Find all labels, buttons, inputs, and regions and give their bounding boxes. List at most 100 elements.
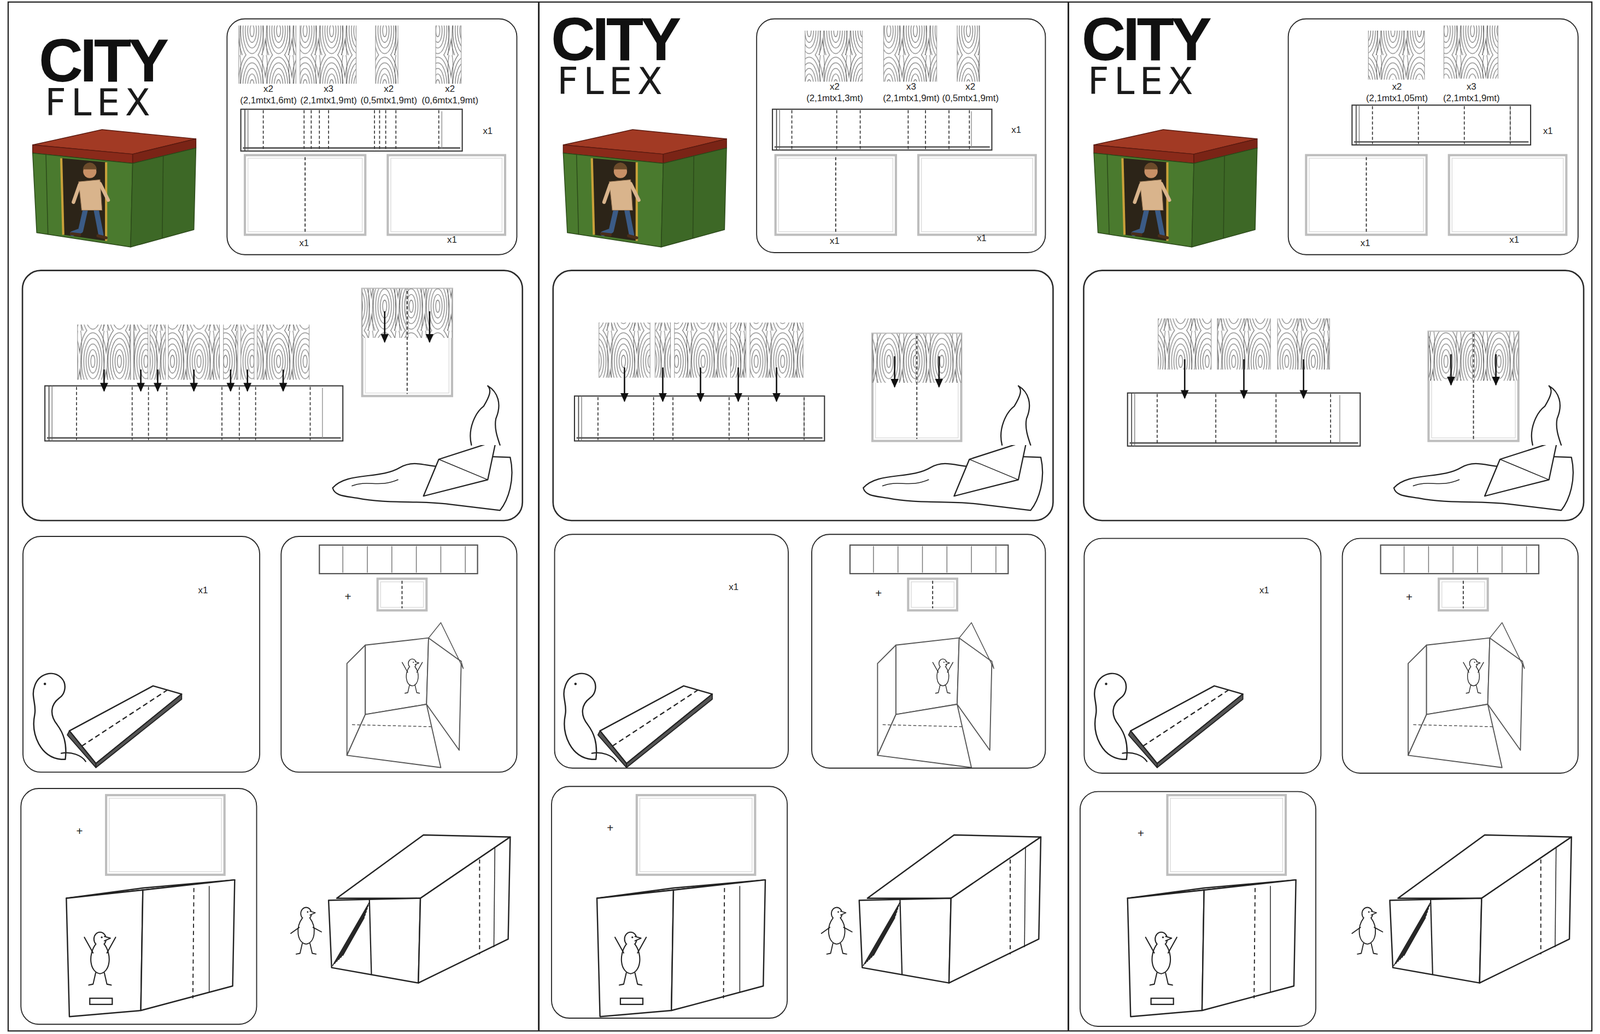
- person-arm: [1134, 184, 1141, 203]
- fold-line: [131, 386, 133, 440]
- carried-panel: [953, 440, 1027, 496]
- placement-arrow: [1450, 354, 1452, 385]
- fold-line: [221, 386, 223, 440]
- panel-joint: [872, 546, 874, 573]
- figure-leg: [88, 972, 96, 985]
- person-shoe: [71, 233, 80, 235]
- logo-word: FLEX: [557, 63, 668, 101]
- wood-edge: [407, 288, 409, 338]
- curtain-fold: [332, 901, 370, 966]
- frame-edge: [581, 395, 582, 441]
- step-stool: [89, 998, 113, 1005]
- quantity-label: x1: [1011, 125, 1022, 136]
- frame-strip: [574, 395, 825, 441]
- wood-edge: [295, 25, 297, 84]
- tent-door: [1122, 157, 1168, 241]
- door-curtain: [635, 162, 638, 242]
- box-front: [859, 898, 952, 983]
- wood-edge: [1329, 318, 1330, 369]
- figure-arm: [402, 661, 408, 672]
- fold-line: [304, 156, 306, 233]
- curtain-fold: [1393, 901, 1431, 966]
- quantity-label: x1: [1259, 585, 1270, 595]
- placement-arrow: [192, 369, 195, 391]
- frame-bottom: [1129, 442, 1358, 444]
- step-panel: [1083, 270, 1584, 521]
- placement-arrow: [775, 367, 778, 402]
- frame-strip: [850, 544, 1008, 574]
- figure-head-bulb: [1000, 385, 1031, 445]
- tent-door: [592, 157, 637, 241]
- frame-bottom: [1354, 141, 1529, 143]
- step3-parts: [850, 544, 1008, 611]
- wood-edge: [237, 324, 238, 380]
- placement-arrow: [230, 369, 232, 391]
- box-front: [1127, 889, 1205, 1017]
- wood-edge: [956, 25, 958, 82]
- figure-beak: [309, 911, 316, 916]
- fold-line: [1417, 106, 1420, 144]
- wood-edge: [749, 322, 751, 378]
- figure-leg: [1165, 972, 1173, 985]
- figure-arm: [290, 927, 300, 934]
- figure-hand: [1122, 752, 1147, 762]
- placement-arrow: [699, 367, 702, 402]
- curtain-edge: [899, 899, 902, 975]
- step-panel: x1: [22, 535, 261, 773]
- figure-body: [828, 917, 846, 945]
- figure-leg: [1370, 942, 1377, 954]
- box-front: [66, 889, 143, 1017]
- figure-arm: [843, 927, 852, 932]
- box-side: [948, 836, 1041, 983]
- panel-outline: [872, 333, 961, 441]
- fold-line: [924, 110, 926, 150]
- wood-edge: [674, 322, 675, 378]
- wood-edge: [872, 333, 873, 383]
- page-border: [8, 2, 1592, 1031]
- figure-leg: [104, 972, 112, 985]
- quantity-label: x2: [1392, 82, 1403, 92]
- dimension-label: (2,1mtx1,6mt): [239, 95, 297, 105]
- placement-arrow: [938, 355, 941, 387]
- wall-panel: [1426, 637, 1491, 715]
- fold-line: [401, 580, 403, 608]
- helper-figure: [402, 658, 423, 694]
- wood-panel: [957, 25, 980, 82]
- carried-panel: [423, 440, 497, 496]
- fold-line: [882, 724, 965, 727]
- figure-arm: [947, 661, 953, 672]
- step3-parts: [1380, 544, 1539, 611]
- fold-line: [612, 689, 699, 747]
- person-arm: [73, 184, 80, 203]
- helper-figure: [1351, 907, 1383, 954]
- wood-edge: [804, 30, 806, 82]
- fold-line: [1413, 724, 1495, 727]
- fold-line: [81, 689, 168, 747]
- panel-joint: [366, 546, 368, 573]
- figure-eye: [101, 936, 103, 939]
- helper-figure: [821, 907, 853, 954]
- wood-edge: [726, 322, 728, 378]
- frame-strip: [1127, 393, 1361, 447]
- fold-line: [803, 396, 805, 440]
- curtain-fold: [1402, 914, 1427, 958]
- figure-eye: [412, 661, 414, 663]
- wood-edge: [862, 30, 863, 82]
- placement-arrow: [1495, 354, 1497, 385]
- fold-line: [1253, 887, 1256, 999]
- fold-line: [75, 386, 78, 440]
- wood-edge: [77, 324, 78, 380]
- frame-bottom: [47, 437, 342, 439]
- panel-joint: [1452, 546, 1453, 573]
- figure-arm: [637, 936, 647, 953]
- frame-edge: [1134, 393, 1135, 447]
- tent-side-wall: [130, 148, 196, 248]
- panel-joint: [1555, 846, 1557, 947]
- tent-front-wall: [1093, 153, 1194, 248]
- fold-line: [916, 335, 918, 439]
- quantity-label: x1: [728, 582, 739, 593]
- curtain-fold: [1399, 911, 1428, 960]
- fold-line: [723, 887, 725, 999]
- panel-edge: [438, 459, 489, 480]
- person-arm: [630, 183, 640, 201]
